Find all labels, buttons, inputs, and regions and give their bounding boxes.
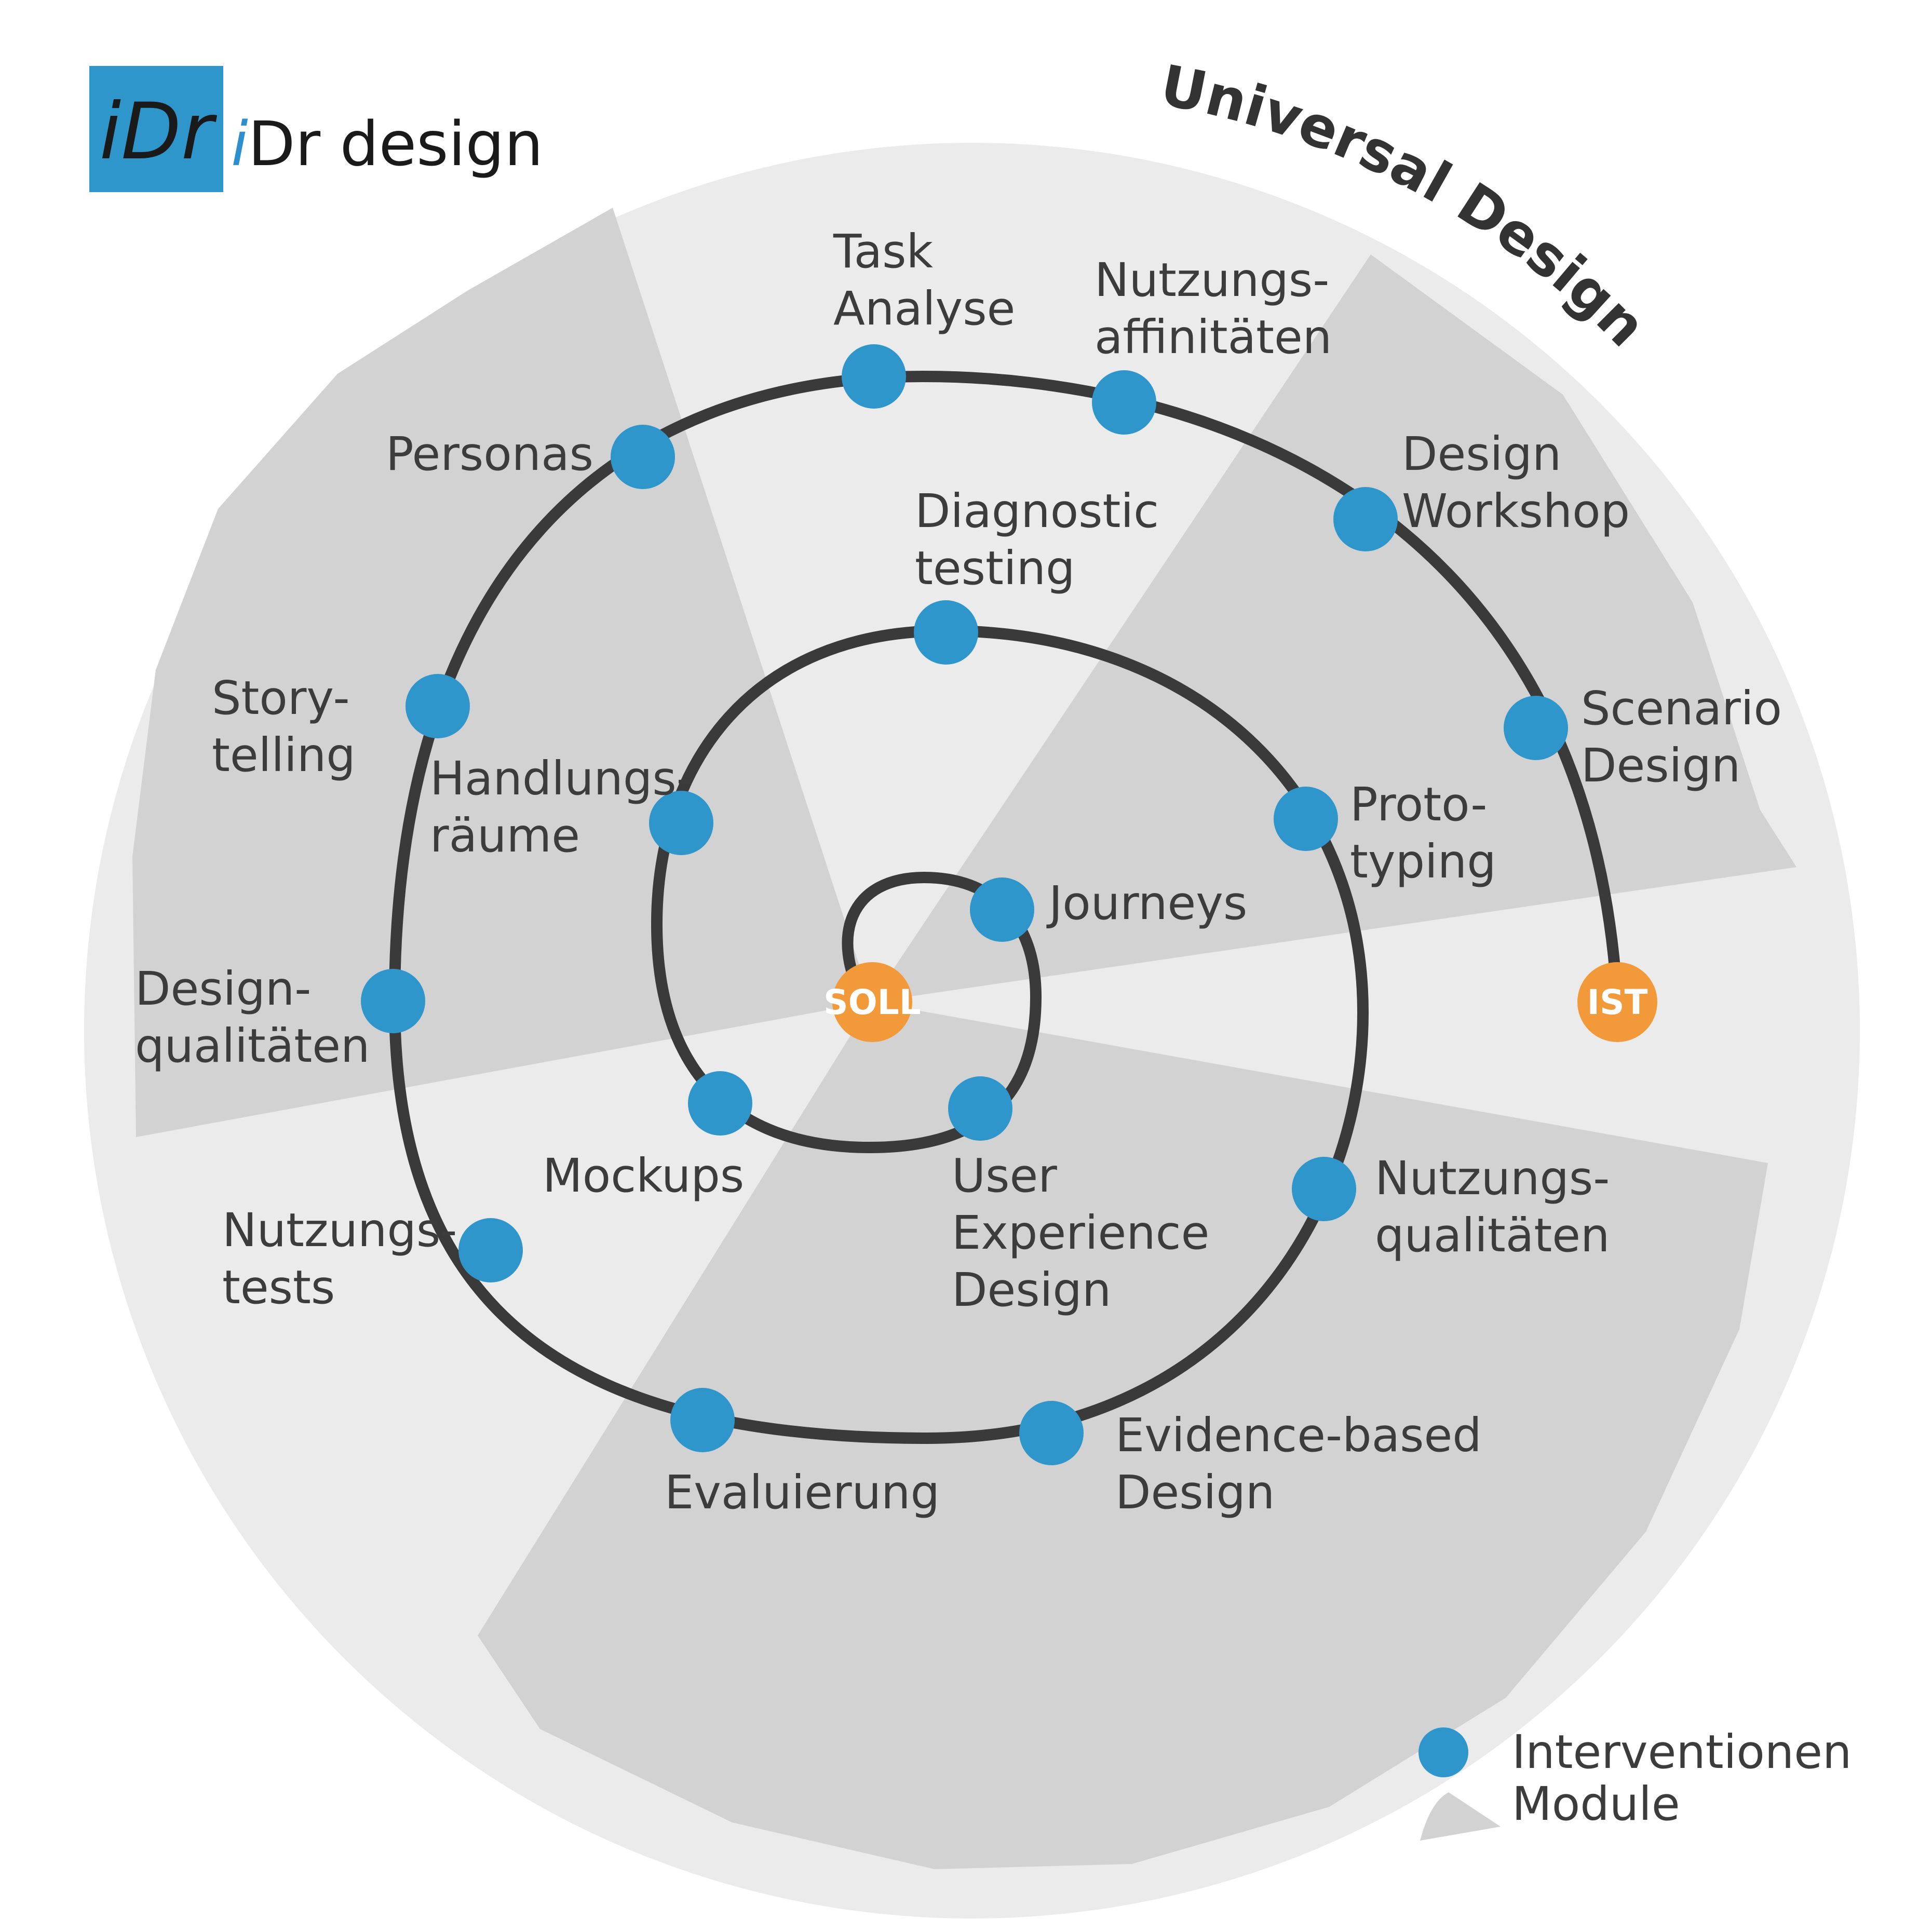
- intervention-label-line: Workshop: [1402, 484, 1630, 538]
- legend-modules-label: Module: [1512, 1777, 1680, 1831]
- module-lower: [478, 1002, 1768, 1869]
- intervention-label-mockups: Mockups: [543, 1149, 744, 1203]
- intervention-label-line: telling: [212, 728, 356, 782]
- intervention-label-nutzungsaffinitaeten: Nutzungs-affinitäten: [1095, 253, 1332, 364]
- legend-module-swatch: [1420, 1792, 1501, 1841]
- intervention-label-line: Design: [952, 1263, 1111, 1317]
- logo: iDr iDr design: [89, 66, 543, 192]
- intervention-label-journeys: Journeys: [1046, 876, 1247, 930]
- intervention-label-line: Evidence-based: [1115, 1408, 1482, 1462]
- logo-mark: iDr: [100, 87, 218, 177]
- logo-box: [89, 66, 223, 192]
- intervention-node-mockups: [688, 1071, 752, 1136]
- intervention-label-line: Nutzungs-: [1375, 1151, 1610, 1205]
- legend: Interventionen Module: [1418, 1725, 1852, 1841]
- intervention-label-line: Scenario: [1581, 681, 1782, 735]
- intervention-node-nutzungstests: [458, 1218, 523, 1282]
- logo-wordmark-rest: Dr design: [248, 108, 543, 180]
- modules: [132, 208, 1796, 1869]
- intervention-label-line: testing: [915, 541, 1075, 595]
- logo-wordmark-i: i: [231, 108, 248, 180]
- soll-label: SOLL: [823, 982, 921, 1022]
- intervention-label-line: Mockups: [543, 1149, 744, 1203]
- intervention-label-line: Personas: [386, 427, 593, 481]
- module-upper-right: [871, 254, 1796, 1002]
- intervention-label-line: Analyse: [833, 281, 1015, 335]
- intervention-label-handlungsraeume: Handlungs-räume: [430, 751, 693, 862]
- intervention-node-designqualitaeten: [361, 969, 425, 1033]
- module-upper-left: [132, 208, 871, 1137]
- intervention-label-line: Task: [833, 224, 934, 278]
- intervention-label-line: Story-: [212, 671, 350, 725]
- intervention-label-line: qualitäten: [135, 1019, 370, 1073]
- intervention-label-designqualitaeten: Design-qualitäten: [135, 962, 370, 1073]
- intervention-nodes: [361, 344, 1568, 1465]
- intervention-label-line: Design: [1402, 427, 1561, 481]
- intervention-node-diagnostic-testing: [914, 600, 978, 665]
- intervention-label-storytelling: Story-telling: [212, 671, 356, 782]
- intervention-label-line: räume: [430, 808, 580, 862]
- intervention-label-line: Journeys: [1046, 876, 1247, 930]
- state-soll: SOLL: [823, 962, 921, 1042]
- intervention-label-line: affinitäten: [1095, 310, 1332, 364]
- intervention-label-line: User: [952, 1149, 1057, 1203]
- intervention-label-line: Evaluierung: [665, 1465, 940, 1519]
- state-ist: IST: [1577, 962, 1657, 1042]
- intervention-node-evidence-based-design: [1019, 1401, 1084, 1465]
- logo-wordmark: iDr design: [231, 108, 543, 180]
- intervention-label-line: Experience: [952, 1206, 1209, 1260]
- intervention-label-line: typing: [1350, 834, 1496, 888]
- intervention-label-prototyping: Proto-typing: [1350, 777, 1496, 888]
- intervention-label-personas: Personas: [386, 427, 593, 481]
- legend-interventions-label: Interventionen: [1512, 1725, 1852, 1779]
- intervention-label-line: Handlungs-: [430, 751, 693, 805]
- intervention-node-nutzungsaffinitaeten: [1092, 370, 1156, 435]
- intervention-label-line: tests: [222, 1260, 335, 1314]
- intervention-label-line: Proto-: [1350, 777, 1487, 831]
- ist-marker: [1577, 962, 1657, 1042]
- intervention-node-scenario-design: [1504, 696, 1568, 760]
- intervention-node-user-experience-design: [948, 1076, 1012, 1141]
- intervention-label-line: Design: [1581, 738, 1740, 792]
- intervention-label-nutzungsqualitaeten: Nutzungs-qualitäten: [1375, 1151, 1610, 1262]
- intervention-label-line: Nutzungs-: [222, 1203, 457, 1257]
- legend-intervention-swatch: [1418, 1727, 1468, 1777]
- intervention-node-personas: [611, 425, 675, 489]
- intervention-label-line: Design: [1115, 1465, 1275, 1519]
- intervention-label-evaluierung: Evaluierung: [665, 1465, 940, 1519]
- soll-marker: [832, 962, 912, 1042]
- ist-label: IST: [1587, 982, 1647, 1022]
- intervention-node-storytelling: [406, 674, 470, 738]
- intervention-node-nutzungsqualitaeten: [1292, 1157, 1356, 1221]
- intervention-label-line: Design-: [135, 962, 311, 1016]
- intervention-label-line: Nutzungs-: [1095, 253, 1329, 307]
- intervention-node-handlungsraeume: [649, 791, 713, 855]
- intervention-node-design-workshop: [1333, 487, 1398, 551]
- intervention-node-journeys: [970, 877, 1034, 942]
- intervention-node-evaluierung: [670, 1388, 735, 1452]
- intervention-label-line: Diagnostic: [915, 484, 1159, 538]
- intervention-label-line: qualitäten: [1375, 1208, 1610, 1262]
- intervention-node-prototyping: [1274, 787, 1338, 851]
- intervention-node-task-analyse: [842, 344, 906, 409]
- intervention-label-nutzungstests: Nutzungs-tests: [222, 1203, 457, 1314]
